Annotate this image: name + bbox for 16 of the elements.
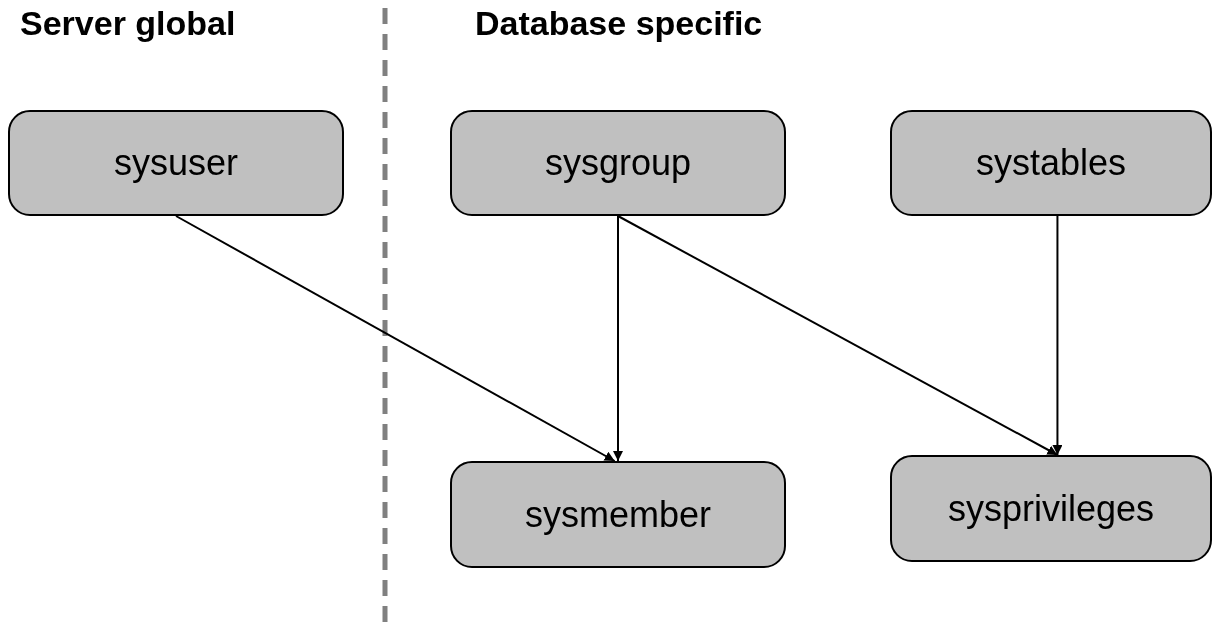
table-box: [8, 110, 344, 216]
table-name: sysprivileges: [947, 487, 1155, 530]
table-name: systables: [975, 142, 1127, 184]
section-heading: Database specific: [475, 4, 763, 43]
table-name: sysgroup: [544, 142, 692, 184]
table-name: sysuser: [114, 142, 238, 184]
table-box: [450, 110, 786, 216]
section-heading: Server global: [20, 4, 236, 43]
arrow: [617, 215, 1059, 456]
table-box: [890, 110, 1212, 216]
table-name: sysmember: [525, 493, 711, 536]
table-box: [450, 461, 786, 568]
arrow: [1052, 215, 1063, 456]
arrow: [613, 215, 623, 462]
arrow: [175, 215, 616, 462]
table-box: [890, 455, 1212, 562]
